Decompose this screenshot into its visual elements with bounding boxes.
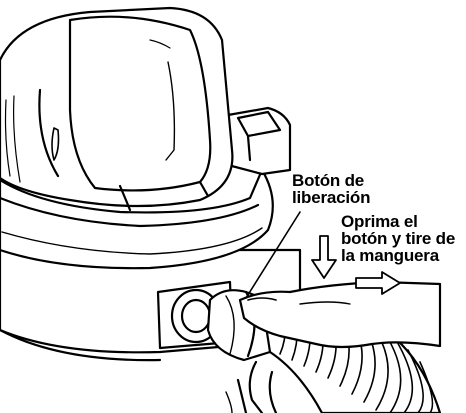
instruction-label-line-2: botón y tire de bbox=[341, 230, 455, 247]
instruction-label-line-1: Oprima el bbox=[341, 213, 455, 230]
release-button-label: Botón de liberación bbox=[292, 172, 370, 206]
push-down-arrow-icon bbox=[312, 236, 336, 278]
instruction-label: Oprima el botón y tire de la manguera bbox=[341, 213, 455, 264]
instruction-label-line-3: la manguera bbox=[341, 247, 455, 264]
side-latch bbox=[228, 108, 290, 174]
release-button-label-line-2: liberación bbox=[292, 189, 370, 206]
release-button-label-line-1: Botón de bbox=[292, 172, 370, 189]
motor-head bbox=[0, 8, 232, 210]
